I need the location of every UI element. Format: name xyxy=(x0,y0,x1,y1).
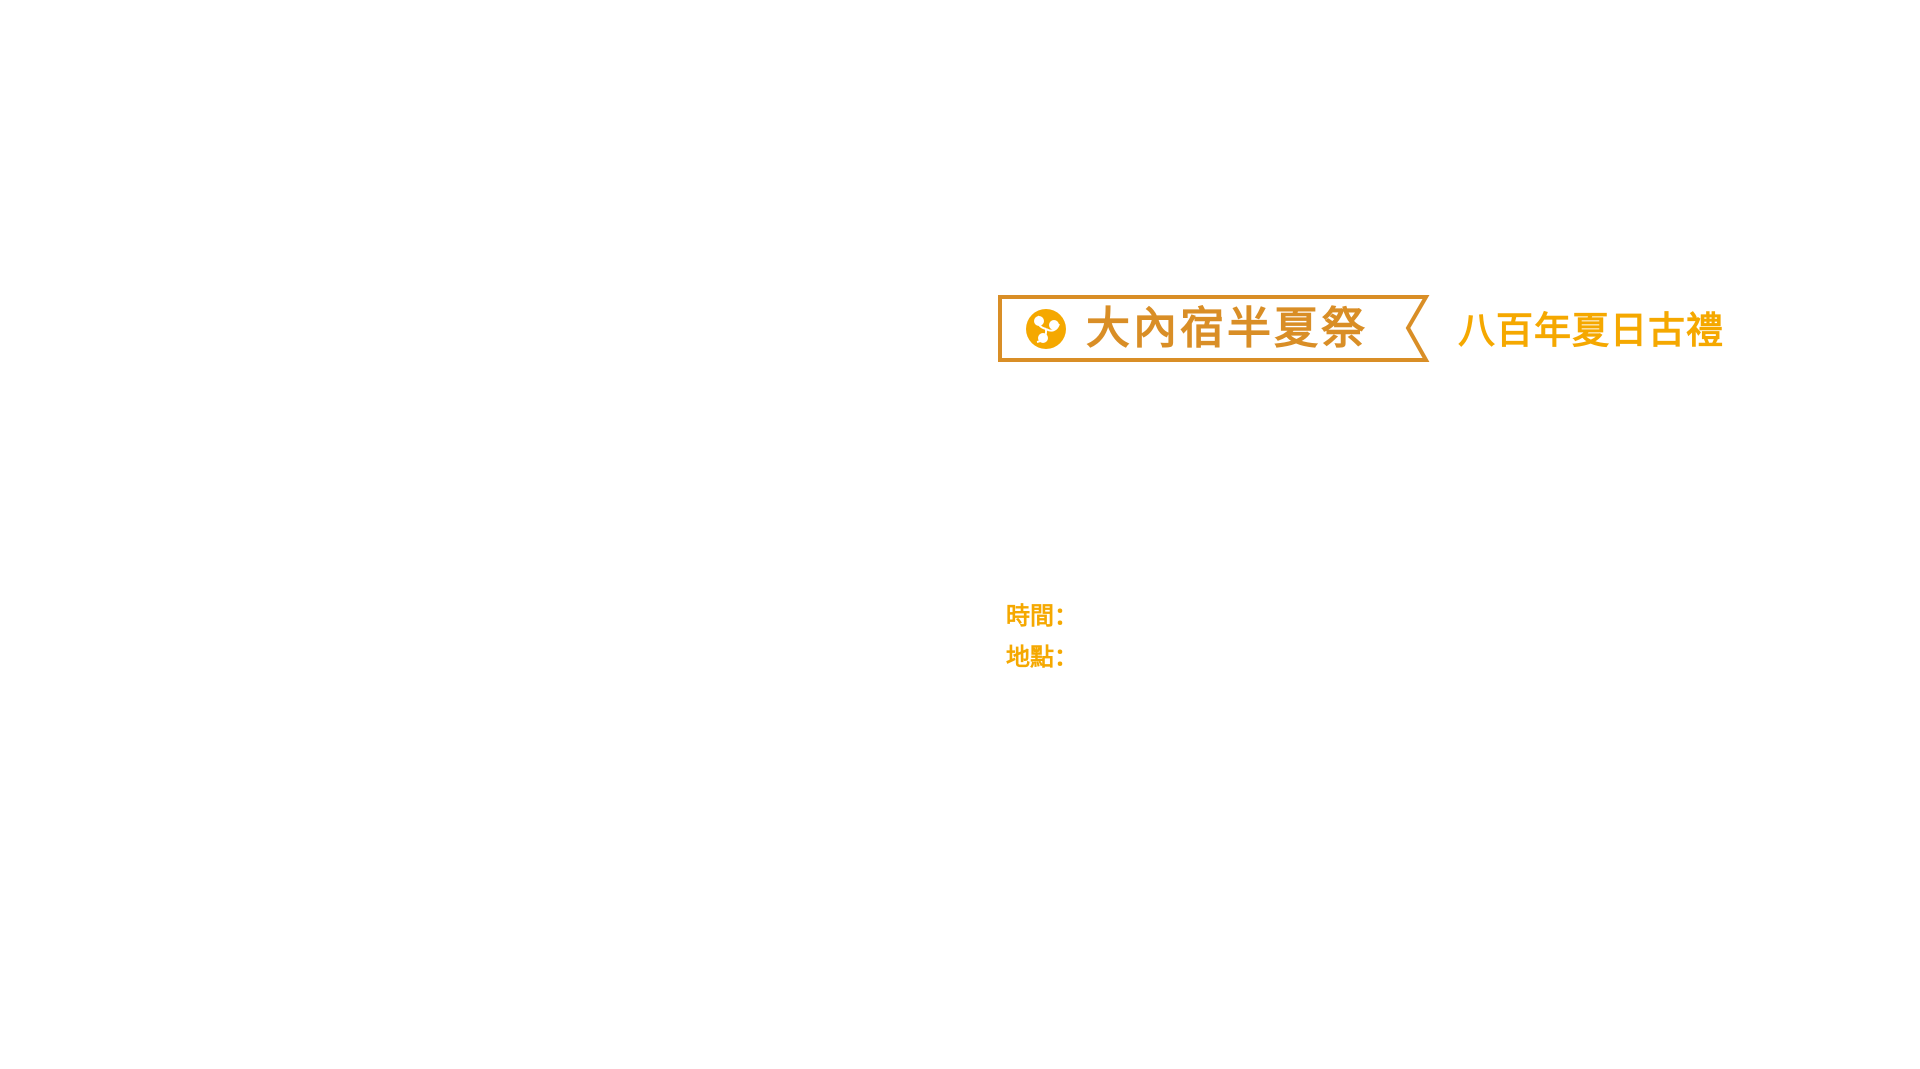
time-label: 時間： xyxy=(1006,602,1078,630)
place-label: 地點： xyxy=(1006,643,1078,671)
banner-frame xyxy=(998,295,1430,362)
festival-subtitle: 八百年夏日古禮 xyxy=(1458,309,1724,352)
festival-title: 大內宿半夏祭 xyxy=(1086,303,1368,354)
title-banner xyxy=(998,295,1430,362)
mitsudomoe-icon xyxy=(1025,308,1067,350)
